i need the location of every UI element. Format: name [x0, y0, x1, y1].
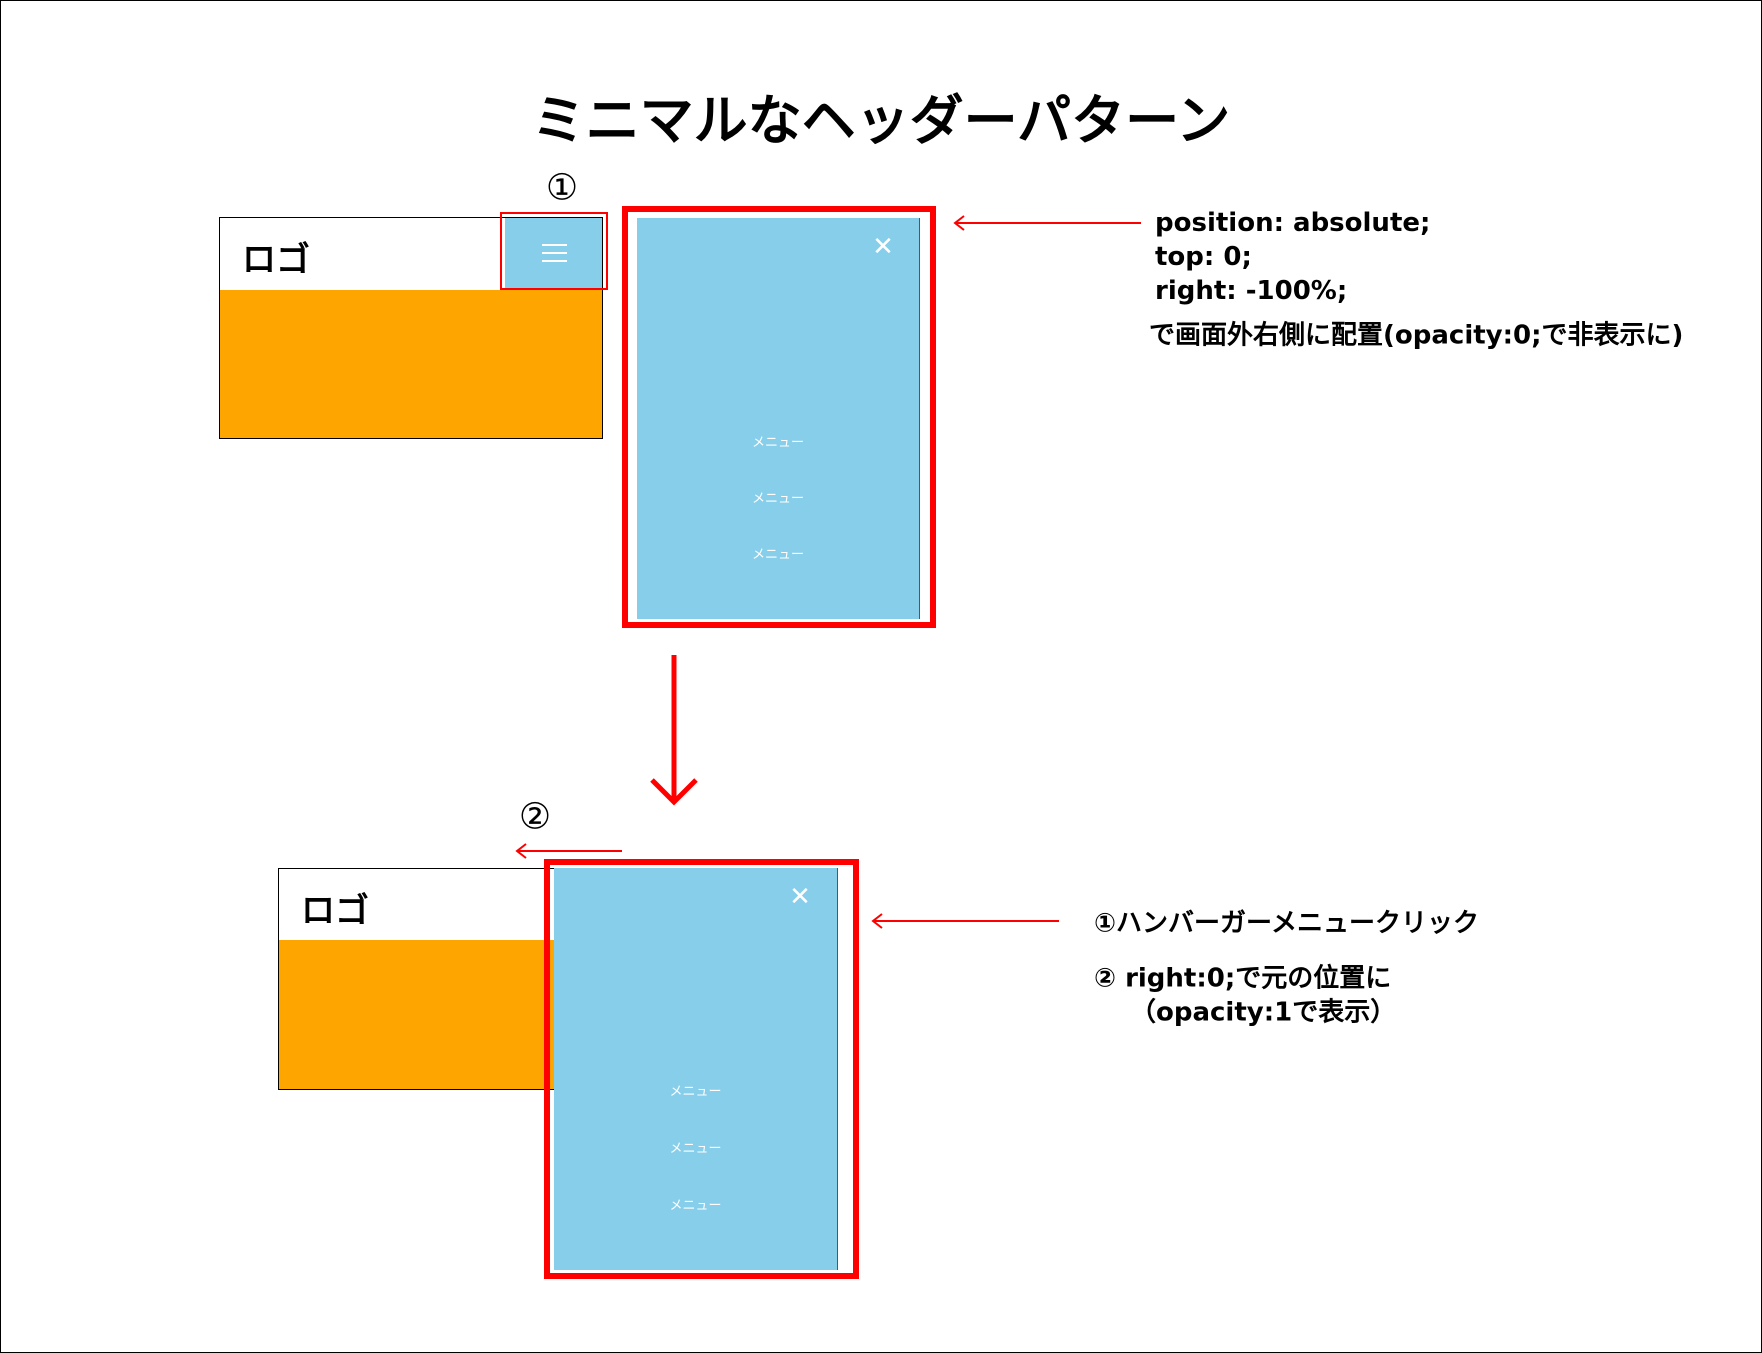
drawer-highlight-1	[622, 206, 936, 628]
drawer-menu-1: ✕ メニュー メニュー メニュー	[637, 218, 920, 619]
note-line: ①ハンバーガーメニュークリック	[1094, 908, 1479, 939]
arrow-down-head	[650, 778, 698, 806]
menu-item[interactable]: メニュー	[751, 547, 804, 563]
hamburger-highlight	[500, 212, 608, 290]
note-line: で画面外右側に配置(opacity:0;で非表示に)	[1149, 320, 1684, 351]
note-line: position: absolute;	[1155, 208, 1431, 238]
note-line: （opacity:1で表示）	[1130, 997, 1397, 1028]
hamburger-icon-line	[542, 260, 567, 262]
hamburger-icon-line	[542, 244, 567, 246]
note-line: right: -100%;	[1155, 276, 1348, 306]
menu-item[interactable]: メニュー	[669, 1084, 722, 1100]
hamburger-button[interactable]	[505, 218, 602, 290]
hamburger-icon-line	[542, 252, 567, 254]
step1-marker: ①	[545, 167, 579, 209]
header-mockup-2: ロゴ	[278, 868, 568, 1090]
arrow-left-2-head	[515, 843, 527, 859]
menu-item[interactable]: メニュー	[669, 1198, 722, 1214]
menu-item[interactable]: メニュー	[751, 435, 804, 451]
header-bar: ロゴ	[220, 218, 602, 290]
note-line: ② right:0;で元の位置に	[1094, 963, 1392, 994]
logo: ロゴ	[242, 240, 310, 280]
logo: ロゴ	[301, 891, 369, 931]
diagram-title: ミニマルなヘッダーパターン	[531, 89, 1231, 152]
close-icon[interactable]: ✕	[872, 232, 894, 262]
step2-marker: ②	[518, 796, 552, 838]
arrow-left-3-head	[871, 913, 883, 929]
close-icon[interactable]: ✕	[789, 882, 811, 912]
header-bar: ロゴ	[279, 869, 567, 940]
header-mockup-1: ロゴ	[219, 217, 603, 439]
drawer-highlight-2	[544, 859, 859, 1279]
menu-item[interactable]: メニュー	[669, 1141, 722, 1157]
menu-item[interactable]: メニュー	[751, 491, 804, 507]
arrow-left-1-head	[953, 215, 965, 231]
drawer-menu-2: ✕ メニュー メニュー メニュー	[554, 868, 838, 1270]
note-line: top: 0;	[1155, 242, 1252, 272]
